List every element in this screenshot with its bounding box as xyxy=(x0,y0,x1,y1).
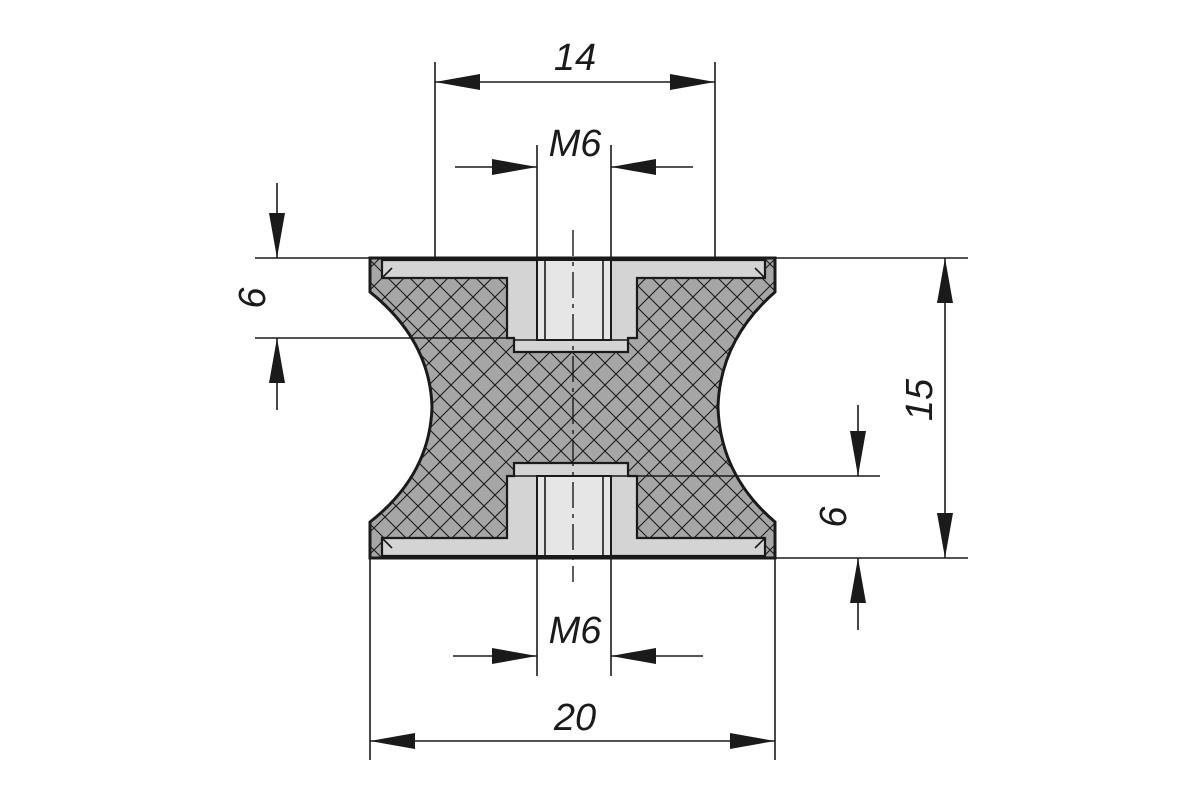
overall-width-label: 20 xyxy=(553,697,596,739)
dimension-top-width: 14 xyxy=(434,37,716,258)
top-threaded-hole xyxy=(536,259,612,341)
bottom-thread-label: M6 xyxy=(549,610,603,652)
dimension-top-thread: M6 xyxy=(455,123,693,260)
bottom-flange-chamfer xyxy=(381,537,766,549)
height-label: 15 xyxy=(899,378,941,421)
dimension-top-depth: 6 xyxy=(232,183,507,410)
dimension-bottom-depth: 6 xyxy=(637,405,880,630)
top-depth-label: 6 xyxy=(232,287,274,309)
dimension-height: 15 xyxy=(775,257,968,559)
dimension-bottom-thread: M6 xyxy=(453,556,703,676)
dimension-overall-width: 20 xyxy=(369,558,776,760)
top-flange-chamfer-left xyxy=(381,267,766,279)
top-width-label: 14 xyxy=(554,37,596,79)
top-thread-label: M6 xyxy=(549,123,603,165)
bottom-depth-label: 6 xyxy=(813,506,855,528)
bottom-threaded-hole xyxy=(536,475,612,557)
